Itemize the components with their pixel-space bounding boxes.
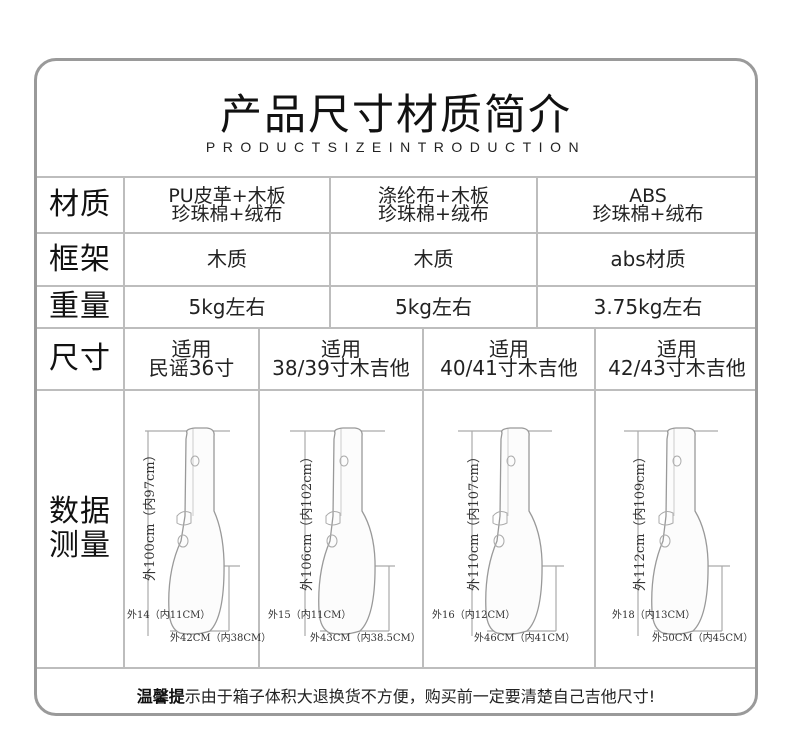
size-line2: 民谣36寸 xyxy=(148,356,235,380)
weight-cell: 5kg左右 xyxy=(188,294,266,319)
divider xyxy=(37,667,755,669)
divider xyxy=(37,327,755,329)
size-cell: 适用 42/43寸木吉他 xyxy=(596,329,755,389)
page-title: 产品尺寸材质简介 xyxy=(219,90,572,139)
divider xyxy=(37,176,755,178)
row-label-size: 尺寸 xyxy=(49,341,111,376)
size-line1: 适用 xyxy=(657,337,697,361)
material-line1: ABS xyxy=(629,184,667,207)
divider xyxy=(536,176,538,327)
case-diagram-4: 外112cm（内109cm） 外18（内13CM） 外50CM（内45CM） xyxy=(596,391,755,667)
guitar-case-icon xyxy=(145,427,240,636)
measure-label-line1: 数据 xyxy=(49,493,111,529)
depth-label: 外15（内11CM） xyxy=(268,610,352,621)
row-label-weight: 重量 xyxy=(49,289,111,324)
footer-note: 温馨提示由于箱子体积大退换货不方便，购买前一定要清楚自己吉他尺寸! xyxy=(37,683,755,707)
row-label-material: 材质 xyxy=(49,187,111,222)
size-line2: 40/41寸木吉他 xyxy=(440,356,578,380)
height-label: 外106cm（内102cm） xyxy=(300,450,315,591)
material-line1: PU皮革+木板 xyxy=(168,184,286,207)
guitar-case-icon xyxy=(458,427,564,636)
width-label: 外42CM（内38CM） xyxy=(170,633,272,644)
guitar-case-icon xyxy=(290,427,395,636)
weight-cell: 5kg左右 xyxy=(394,294,472,319)
divider xyxy=(37,285,755,287)
frame-cell: 木质 xyxy=(207,247,247,271)
row-label-frame: 框架 xyxy=(49,241,111,277)
divider xyxy=(594,327,596,667)
product-size-card: 产品尺寸材质简介 PRODUCTSIZEINTRODUCTION 材质 PU皮革… xyxy=(34,58,758,716)
measure-label-line2: 测量 xyxy=(49,528,111,563)
footer-note-text: 示由于箱子体积大退换货不方便，购买前一定要清楚自己吉他尺寸! xyxy=(184,687,656,706)
case-diagram-2: 外106cm（内102cm） 外15（内11CM） 外43CM（内38.5CM） xyxy=(260,391,422,667)
depth-label: 外16（内12CM） xyxy=(432,610,516,621)
size-cell: 适用 40/41寸木吉他 xyxy=(424,329,594,389)
divider xyxy=(258,327,260,667)
row-label-measure: 数据 测量 xyxy=(37,391,123,667)
case-diagram-3: 外110cm（内107cm） 外16（内12CM） 外46CM（内41CM） xyxy=(424,391,594,667)
height-label: 外112cm（内109cm） xyxy=(633,450,648,591)
material-cell: 涤纶布+木板 珍珠棉+绒布 xyxy=(331,178,536,232)
weight-cell: 3.75kg左右 xyxy=(593,294,703,319)
height-label: 外100cm（内97cm） xyxy=(143,448,158,581)
material-line2: 珍珠棉+绒布 xyxy=(378,203,489,225)
width-label: 外46CM（内41CM） xyxy=(474,633,576,644)
divider xyxy=(329,176,331,327)
frame-cell: 木质 xyxy=(413,247,454,271)
divider xyxy=(37,232,755,234)
divider xyxy=(422,327,424,667)
material-cell: PU皮革+木板 珍珠棉+绒布 xyxy=(125,178,329,232)
size-cell: 适用 民谣36寸 xyxy=(125,329,258,389)
divider xyxy=(123,176,125,667)
guitar-case-icon xyxy=(624,427,730,636)
page-subtitle: PRODUCTSIZEINTRODUCTION xyxy=(205,139,587,155)
size-line1: 适用 xyxy=(171,337,212,361)
size-line2: 42/43寸木吉他 xyxy=(608,356,746,380)
material-line2: 珍珠棉+绒布 xyxy=(592,203,704,225)
depth-label: 外18（内13CM） xyxy=(612,610,696,621)
width-label: 外50CM（内45CM） xyxy=(652,633,754,644)
size-cell: 适用 38/39寸木吉他 xyxy=(260,329,422,389)
material-line2: 珍珠棉+绒布 xyxy=(171,203,283,225)
case-diagram-1: 外100cm（内97cm） 外14（内11CM） 外42CM（内38CM） xyxy=(125,391,271,667)
size-line1: 适用 xyxy=(321,337,361,361)
width-label: 外43CM（内38.5CM） xyxy=(310,633,421,644)
depth-label: 外14（内11CM） xyxy=(127,610,211,621)
size-line2: 38/39寸木吉他 xyxy=(272,356,410,380)
material-line1: 涤纶布+木板 xyxy=(378,184,489,207)
frame-cell: abs材质 xyxy=(610,247,686,271)
footer-note-bold: 温馨提 xyxy=(136,687,185,706)
height-label: 外110cm（内107cm） xyxy=(467,450,482,591)
material-cell: ABS 珍珠棉+绒布 xyxy=(538,178,755,232)
divider xyxy=(37,389,755,391)
size-line1: 适用 xyxy=(489,337,529,361)
